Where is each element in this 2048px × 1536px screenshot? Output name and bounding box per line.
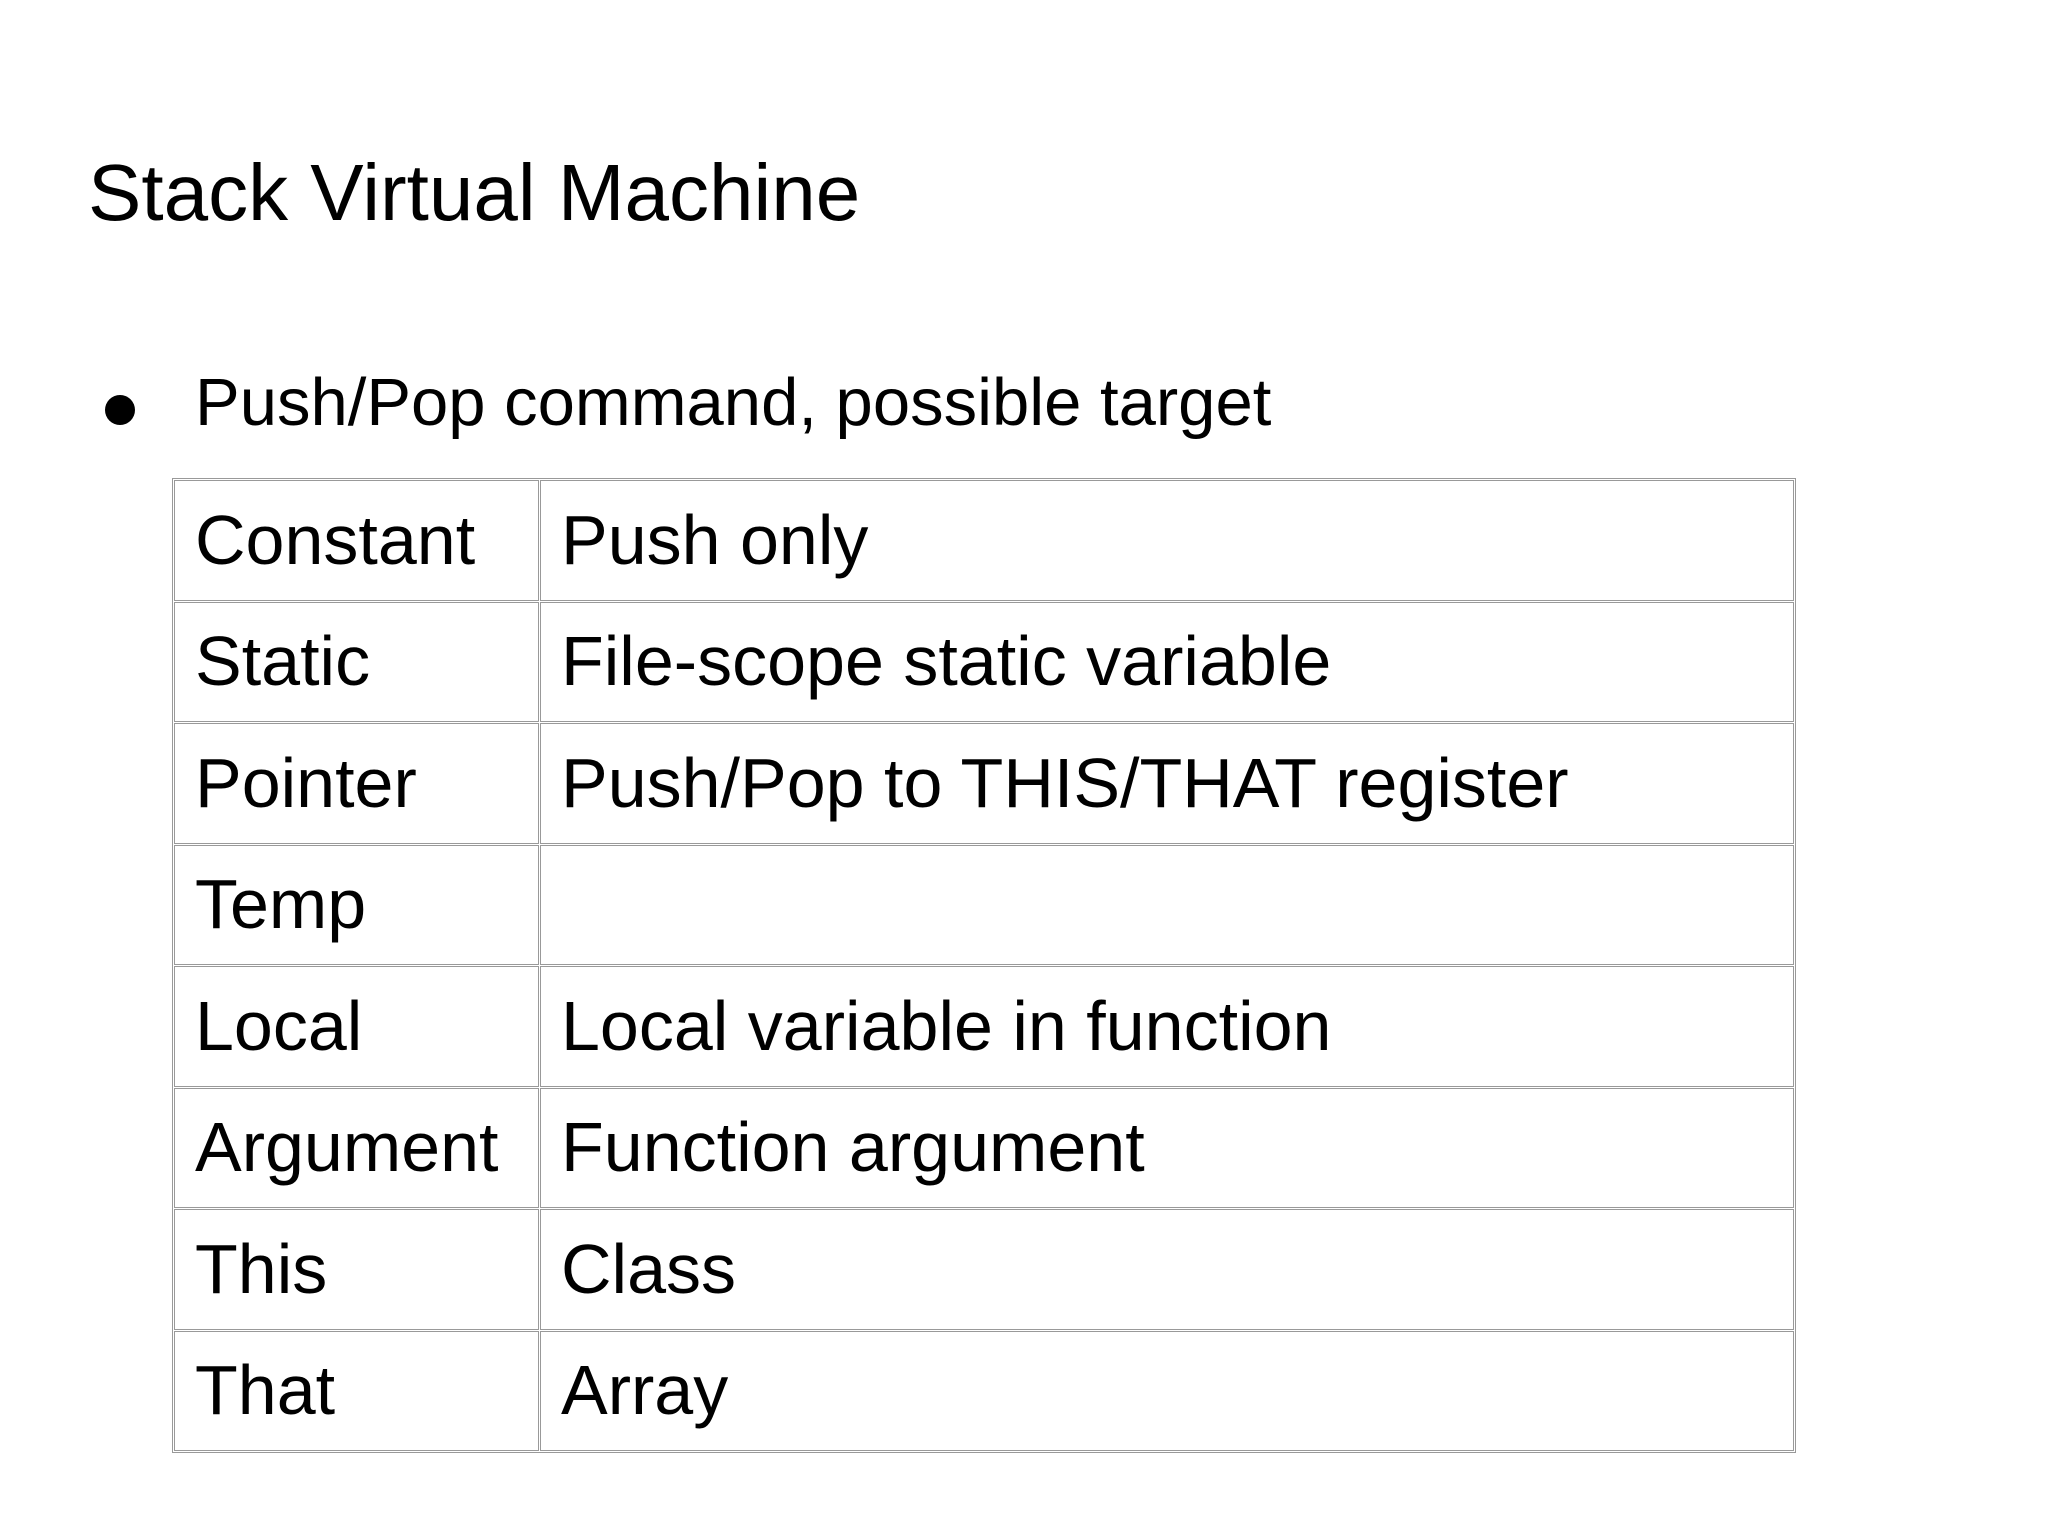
push-pop-target-table: Constant Push only Static File-scope sta… [172, 478, 1796, 1453]
description-cell: File-scope static variable [540, 601, 1794, 722]
target-cell: Argument [174, 1087, 539, 1208]
target-cell: Pointer [174, 723, 539, 844]
bullet-icon [105, 395, 135, 425]
table-row: Local Local variable in function [174, 966, 1794, 1087]
description-cell: Push/Pop to THIS/THAT register [540, 723, 1794, 844]
table-row: Temp [174, 844, 1794, 965]
table-row: Static File-scope static variable [174, 601, 1794, 722]
table-row: Pointer Push/Pop to THIS/THAT register [174, 723, 1794, 844]
target-cell: Local [174, 966, 539, 1087]
table-row: Constant Push only [174, 480, 1794, 601]
bullet-text: Push/Pop command, possible target [195, 365, 1272, 440]
table-row: That Array [174, 1330, 1794, 1451]
target-cell: Static [174, 601, 539, 722]
description-cell: Local variable in function [540, 966, 1794, 1087]
table-row: This Class [174, 1209, 1794, 1330]
target-cell: That [174, 1330, 539, 1451]
target-cell: This [174, 1209, 539, 1330]
page-title: Stack Virtual Machine [88, 148, 861, 237]
description-cell [540, 844, 1794, 965]
description-cell: Array [540, 1330, 1794, 1451]
description-cell: Class [540, 1209, 1794, 1330]
description-cell: Function argument [540, 1087, 1794, 1208]
table-row: Argument Function argument [174, 1087, 1794, 1208]
description-cell: Push only [540, 480, 1794, 601]
target-cell: Constant [174, 480, 539, 601]
target-cell: Temp [174, 844, 539, 965]
